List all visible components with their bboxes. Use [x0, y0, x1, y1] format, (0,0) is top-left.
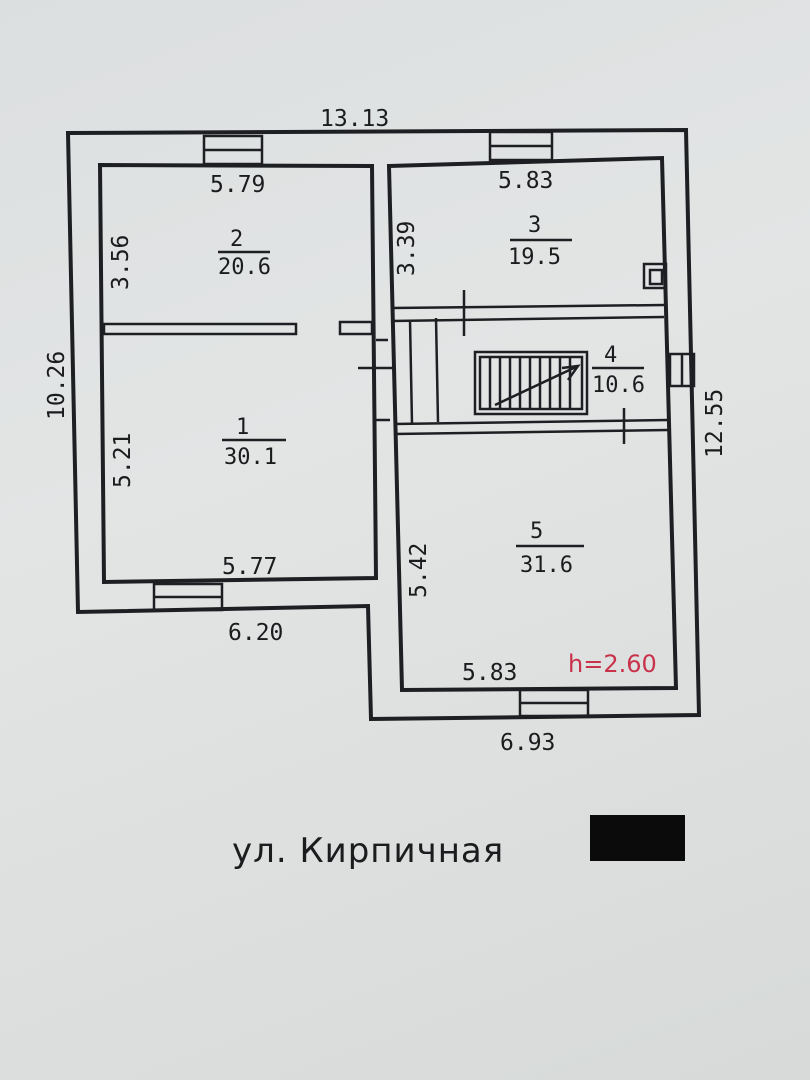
room-5-depth: 5.42	[406, 543, 432, 598]
room-4-area: 10.6	[592, 373, 645, 398]
room-4-number: 4	[604, 343, 617, 368]
room-1-width: 5.77	[222, 554, 277, 580]
ceiling-height: h=2.60	[568, 650, 657, 678]
window	[202, 134, 264, 166]
room-3-area: 19.5	[508, 245, 561, 270]
redaction-block	[590, 815, 685, 861]
street-label: ул. Кирпичная	[232, 831, 504, 871]
outer-wall	[65, 127, 702, 722]
room-2-area: 20.6	[218, 255, 271, 280]
window	[152, 582, 224, 612]
stove-icon	[642, 262, 668, 290]
room-5-width: 5.83	[462, 660, 517, 686]
room-1-depth: 5.21	[110, 433, 136, 488]
overall-right-dimension: 12.55	[702, 389, 728, 458]
room-3-width: 5.83	[498, 168, 553, 194]
overall-bottom-left-dimension: 6.20	[228, 620, 283, 646]
partition-room1-room2	[102, 322, 298, 336]
doorway	[358, 338, 396, 422]
window	[518, 688, 590, 718]
overall-left-dimension: 10.26	[44, 351, 70, 420]
room-2-depth: 3.56	[108, 235, 134, 290]
staircase	[473, 350, 589, 416]
outer-wall-inner-line	[97, 162, 379, 585]
right-wing-inner-line	[386, 155, 679, 693]
room-2-width: 5.79	[210, 172, 265, 198]
room-2-number: 2	[230, 227, 243, 252]
partition-room3-room4	[391, 303, 665, 323]
room-3-depth: 3.39	[394, 221, 420, 276]
room-5-number: 5	[530, 519, 543, 544]
window	[488, 130, 554, 162]
room-5-area: 31.6	[520, 553, 573, 578]
room-1-number: 1	[236, 415, 249, 440]
overall-bottom-right-dimension: 6.93	[500, 730, 555, 756]
door-stub	[338, 320, 374, 336]
overall-top-dimension: 13.13	[320, 106, 389, 132]
corridor-lines	[408, 317, 440, 425]
room-1-area: 30.1	[224, 445, 277, 470]
window	[668, 352, 696, 388]
room-3-number: 3	[528, 213, 541, 238]
partition-room4-room5	[393, 418, 669, 436]
